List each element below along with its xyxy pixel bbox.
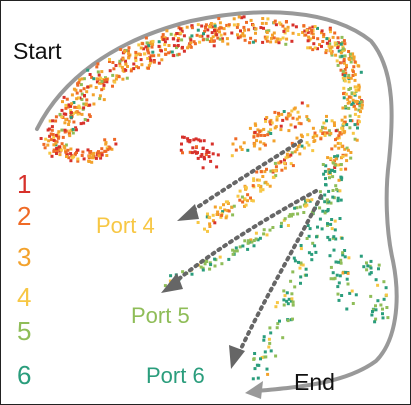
arrow-to-port-4 xyxy=(187,139,303,215)
legend: 1 2 3 4 5 6 xyxy=(17,169,31,390)
start-label: Start xyxy=(13,38,62,64)
port-labels: Port 4 Port 5 Port 6 xyxy=(96,213,205,388)
arrow-head-port-4 xyxy=(177,204,199,221)
legend-item-6: 6 xyxy=(17,360,31,390)
arrow-head-port-5 xyxy=(161,273,183,293)
arrow-to-port-5 xyxy=(172,189,318,285)
arrow-head-port-6 xyxy=(229,345,245,369)
scatter-points xyxy=(39,15,390,381)
legend-item-3: 3 xyxy=(17,242,31,272)
legend-item-2: 2 xyxy=(17,201,31,231)
port-5-label: Port 5 xyxy=(131,303,190,328)
arrow-to-port-6 xyxy=(237,194,323,355)
port-4-label: Port 4 xyxy=(96,213,155,238)
end-label: End xyxy=(294,369,335,395)
track-outline xyxy=(35,10,399,393)
legend-item-4: 4 xyxy=(17,282,31,312)
legend-item-5: 5 xyxy=(17,316,31,346)
track-end-arrowhead xyxy=(245,381,263,399)
port-arrows xyxy=(161,139,323,369)
port-6-label: Port 6 xyxy=(146,363,205,388)
legend-item-1: 1 xyxy=(17,169,31,199)
